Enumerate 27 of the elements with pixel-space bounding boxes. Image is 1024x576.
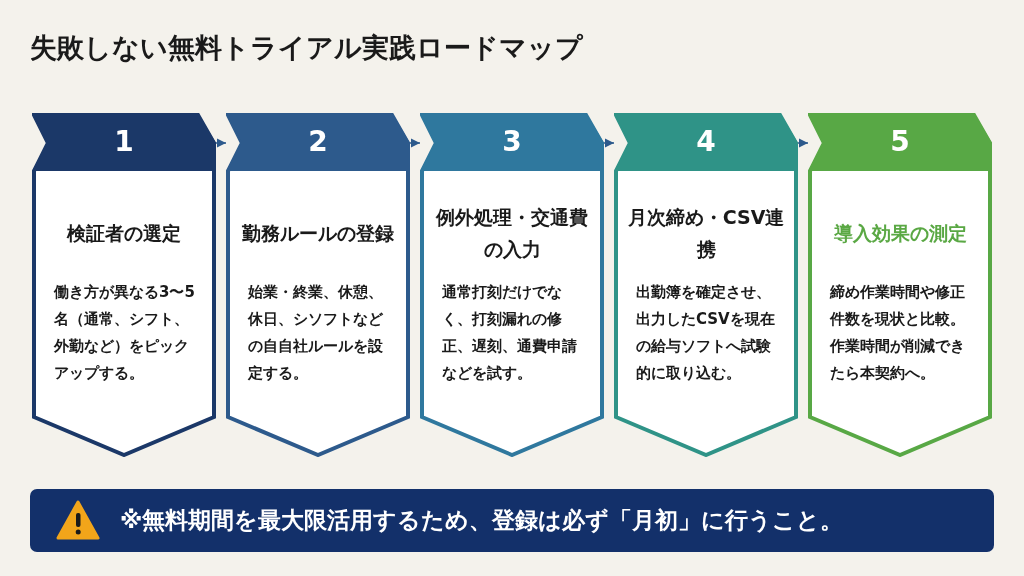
step-number: 3 <box>501 125 523 159</box>
step-heading: 導入効果の測定 <box>833 221 967 246</box>
step-number: 5 <box>889 125 911 159</box>
step-heading: 検証者の選定 <box>67 221 181 246</box>
arrow <box>797 138 809 148</box>
step-heading: 例外処理・交通費の入力 <box>434 205 589 262</box>
page-title: 失敗しない無料トライアル実践ロードマップ <box>30 31 583 65</box>
step-card <box>420 113 604 457</box>
arrow <box>603 138 615 148</box>
step-number: 1 <box>113 125 135 159</box>
arrow <box>215 138 227 148</box>
step-description: 締め作業時間や修正件数を現状と比較。作業時間が削減できたら本契約へ。 <box>830 282 966 384</box>
step-description: 通常打刻だけでなく、打刻漏れの修正、遅刻、通費申請などを試す。 <box>442 282 578 384</box>
notice-text: ※無料期間を最大限活用するため、登録は必ず「月初」に行うこと。 <box>120 506 844 535</box>
notice-banner <box>30 489 994 552</box>
step-heading: 月次締め・CSV連携 <box>626 205 786 262</box>
step-card <box>226 113 410 457</box>
step-heading: 勤務ルールの登録 <box>242 221 394 246</box>
step-description: 働き方が異なる3〜5名（通常、シフト、外勤など）をピックアップする。 <box>54 282 196 384</box>
step-card <box>808 113 992 457</box>
arrow <box>409 138 421 148</box>
step-description: 始業・終業、休憩、休日、シソフトなどの自自社ルールを設定する。 <box>248 282 384 384</box>
step-number: 2 <box>307 125 329 159</box>
step-card <box>32 113 216 457</box>
step-description: 出勤簿を確定させ、出力したCSVを現在の給与ソフトへ試験的に取り込む。 <box>636 282 776 384</box>
step-number: 4 <box>695 125 717 159</box>
step-card <box>614 113 798 457</box>
